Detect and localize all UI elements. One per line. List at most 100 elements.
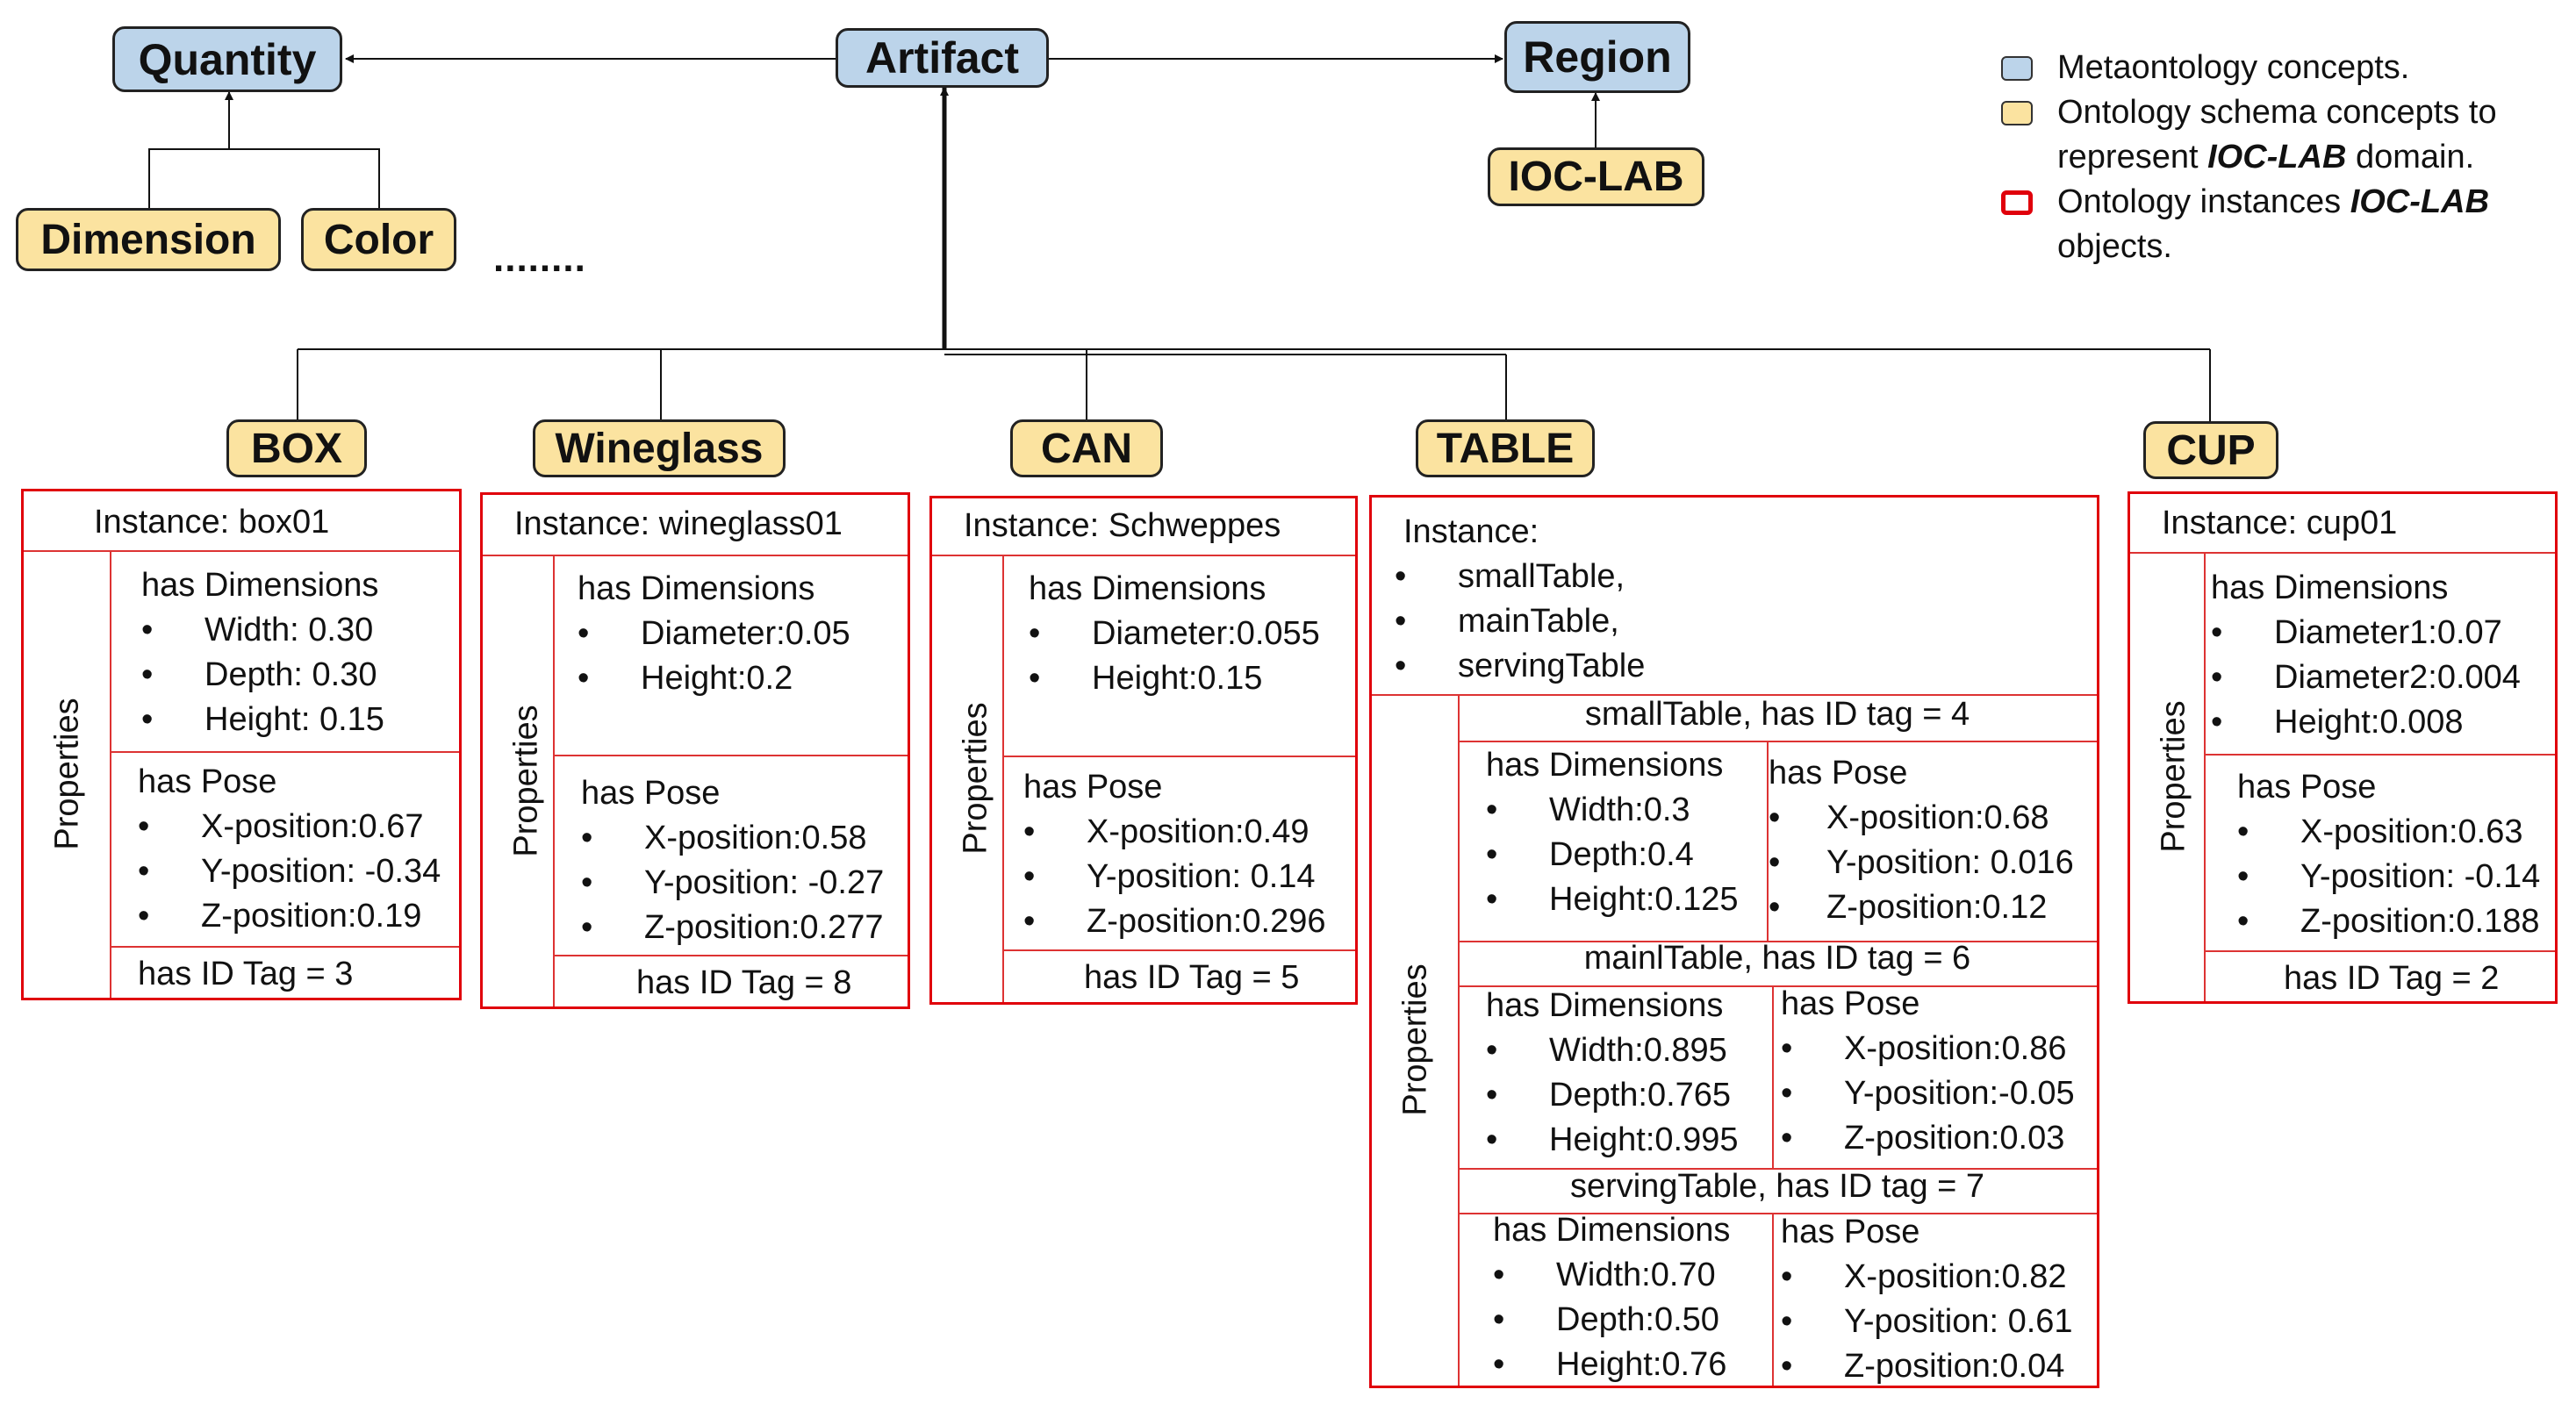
list-item: Z-position:0.04 xyxy=(1781,1344,2073,1389)
cup-node: CUP xyxy=(2143,421,2278,479)
list-item: Z-position:0.12 xyxy=(1769,885,2074,930)
dimension-to-quantity-link xyxy=(148,148,380,208)
properties-label: Properties xyxy=(1396,963,1434,1116)
main-pose-list: X-position:0.86 Y-position:-0.05 Z-posit… xyxy=(1781,1027,2075,1161)
main-dims-title: has Dimensions xyxy=(1486,987,1724,1024)
list-item: Z-position:0.188 xyxy=(2237,899,2540,944)
ellipsis: ........ xyxy=(493,237,586,280)
list-item: Z-position:0.03 xyxy=(1781,1116,2075,1161)
dims-title: has Dimensions xyxy=(578,570,815,607)
list-item: X-position:0.58 xyxy=(581,816,884,861)
serving-dims-list: Width:0.70 Depth:0.50 Height:0.76 xyxy=(1493,1253,1726,1387)
table-node: TABLE xyxy=(1416,419,1595,477)
list-item: Width: 0.30 xyxy=(141,608,384,653)
list-item: Depth:0.50 xyxy=(1493,1298,1726,1343)
list-item: Y-position: 0.016 xyxy=(1769,841,2074,885)
list-item: Depth: 0.30 xyxy=(141,653,384,698)
table-instance-table: Instance: smallTable, mainTable, serving… xyxy=(1369,495,2099,1389)
properties-label: Properties xyxy=(2155,700,2192,853)
list-item: X-position:0.67 xyxy=(138,805,441,849)
list-item: Depth:0.4 xyxy=(1486,833,1739,877)
list-item: servingTable xyxy=(1395,644,1645,689)
list-item: Width:0.70 xyxy=(1493,1253,1726,1298)
wineglass-node: Wineglass xyxy=(533,419,786,477)
list-item: Z-position:0.19 xyxy=(138,894,441,939)
can-node: CAN xyxy=(1010,419,1163,477)
box-instance-table: Instance: box01 Properties has Dimension… xyxy=(21,489,462,1000)
instance-label: Instance: xyxy=(1403,513,1539,550)
pose-title: has Pose xyxy=(1023,769,1163,806)
pose-list: X-position:0.58 Y-position: -0.27 Z-posi… xyxy=(581,816,884,950)
list-item: Z-position:0.277 xyxy=(581,906,884,950)
legend-swatch-instances xyxy=(2001,190,2033,215)
legend: Metaontology concepts. Ontology schema c… xyxy=(1994,46,2556,269)
dims-list: Width: 0.30 Depth: 0.30 Height: 0.15 xyxy=(141,608,384,742)
ioc-lab-node: IOC-LAB xyxy=(1488,147,1704,206)
list-item: Diameter2:0.004 xyxy=(2211,655,2521,700)
list-item: Height:0.76 xyxy=(1493,1343,1726,1387)
list-item: Y-position: 0.14 xyxy=(1023,855,1326,899)
pose-title: has Pose xyxy=(2237,769,2377,806)
instance-label: Instance: wineglass01 xyxy=(514,505,843,542)
list-item: Depth:0.765 xyxy=(1486,1073,1739,1118)
id-tag: has ID Tag = 8 xyxy=(636,964,852,1001)
list-item: Diameter:0.055 xyxy=(1029,612,1320,656)
box-node: BOX xyxy=(226,419,367,477)
list-item: mainTable, xyxy=(1395,599,1645,644)
list-item: X-position:0.63 xyxy=(2237,810,2540,855)
list-item: X-position:0.68 xyxy=(1769,796,2074,841)
small-pose-title: has Pose xyxy=(1769,755,1908,791)
instance-label: Instance: Schweppes xyxy=(964,507,1281,544)
serving-dims-title: has Dimensions xyxy=(1493,1212,1731,1249)
pose-list: X-position:0.67 Y-position: -0.34 Z-posi… xyxy=(138,805,441,939)
id-tag: has ID Tag = 3 xyxy=(138,956,354,992)
quantity-node: Quantity xyxy=(112,26,342,92)
main-dims-list: Width:0.895 Depth:0.765 Height:0.995 xyxy=(1486,1028,1739,1163)
can-instance-table: Instance: Schweppes Properties has Dimen… xyxy=(929,496,1358,1005)
list-item: Z-position:0.296 xyxy=(1023,899,1326,944)
properties-label: Properties xyxy=(48,698,86,850)
list-item: Y-position: -0.34 xyxy=(138,849,441,894)
list-item: Height:0.008 xyxy=(2211,700,2521,745)
serving-pose-list: X-position:0.82 Y-position: 0.61 Z-posit… xyxy=(1781,1255,2073,1389)
id-tag: has ID Tag = 2 xyxy=(2284,960,2500,997)
dims-title: has Dimensions xyxy=(2211,569,2449,606)
instance-label: Instance: cup01 xyxy=(2162,505,2398,541)
serving-pose-title: has Pose xyxy=(1781,1214,1920,1250)
serving-table-header: servingTable, has ID tag = 7 xyxy=(1569,1168,1985,1205)
instance-label: Instance: box01 xyxy=(94,504,330,541)
legend-swatch-meta xyxy=(2001,56,2033,81)
main-pose-title: has Pose xyxy=(1781,985,1920,1022)
artifact-node: Artifact xyxy=(836,28,1049,88)
list-item: Height: 0.15 xyxy=(141,698,384,742)
list-item: Height:0.125 xyxy=(1486,877,1739,922)
color-node: Color xyxy=(301,208,456,271)
small-dims-title: has Dimensions xyxy=(1486,747,1724,784)
small-dims-list: Width:0.3 Depth:0.4 Height:0.125 xyxy=(1486,788,1739,922)
list-item: X-position:0.82 xyxy=(1781,1255,2073,1300)
properties-label: Properties xyxy=(957,702,994,855)
pose-title: has Pose xyxy=(581,775,721,812)
list-item: Y-position:-0.05 xyxy=(1781,1071,2075,1116)
small-table-header: smallTable, has ID tag = 4 xyxy=(1584,696,1970,733)
list-item: smallTable, xyxy=(1395,555,1645,599)
list-item: Width:0.3 xyxy=(1486,788,1739,833)
legend-schema: Ontology schema concepts to represent IO… xyxy=(1994,90,2556,180)
pose-list: X-position:0.49 Y-position: 0.14 Z-posit… xyxy=(1023,810,1326,944)
pose-list: X-position:0.63 Y-position: -0.14 Z-posi… xyxy=(2237,810,2540,944)
dims-list: Diameter:0.05 Height:0.2 xyxy=(578,612,850,701)
wineglass-instance-table: Instance: wineglass01 Properties has Dim… xyxy=(480,492,910,1009)
small-pose-list: X-position:0.68 Y-position: 0.016 Z-posi… xyxy=(1769,796,2074,930)
legend-instances: Ontology instances IOC-LAB objects. xyxy=(1994,180,2556,269)
dimension-node: Dimension xyxy=(16,208,281,271)
pose-title: has Pose xyxy=(138,763,277,800)
properties-label: Properties xyxy=(507,704,545,857)
cup-instance-table: Instance: cup01 Properties has Dimension… xyxy=(2128,491,2558,1004)
dims-title: has Dimensions xyxy=(141,567,379,604)
list-item: Width:0.895 xyxy=(1486,1028,1739,1073)
legend-meta: Metaontology concepts. xyxy=(1994,46,2556,90)
list-item: Y-position: -0.14 xyxy=(2237,855,2540,899)
id-tag: has ID Tag = 5 xyxy=(1084,959,1300,996)
table-instances-list: smallTable, mainTable, servingTable xyxy=(1395,555,1645,689)
